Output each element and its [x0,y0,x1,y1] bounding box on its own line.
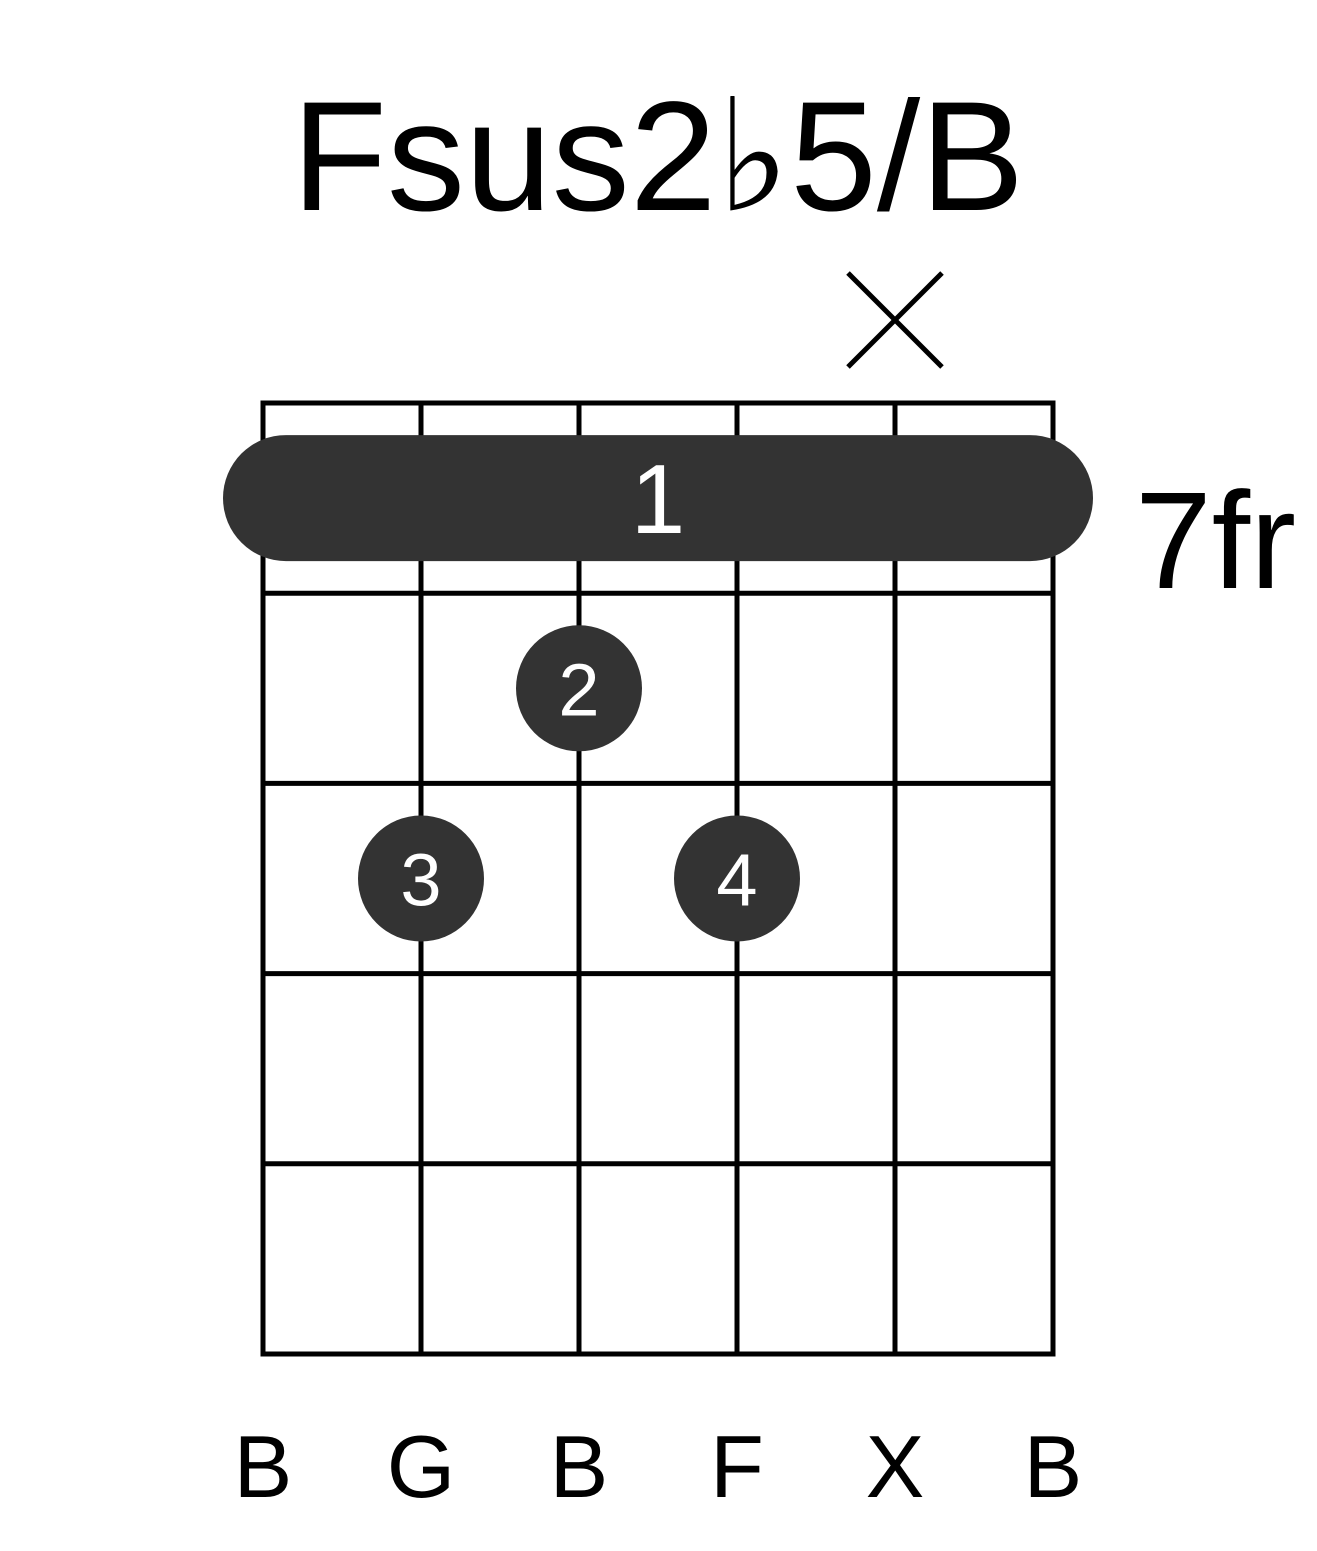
barre-finger-number: 1 [631,444,686,554]
finger-dots: 2 3 4 [358,625,800,942]
muted-x-icon [846,271,944,369]
muted-markers [846,271,944,369]
muted-x-stroke-b [846,271,944,369]
base-fret-label: 7fr [1135,464,1296,618]
string-label-2: G [387,1417,455,1516]
string-label-3: B [550,1417,609,1516]
chord-title: Fsus2♭5/B [292,70,1025,244]
string-label-5: X [866,1417,925,1516]
string-label-1: B [234,1417,293,1516]
barre-bar [223,435,1093,562]
barre-layer: 1 [223,435,1093,562]
string-label-4: F [710,1417,764,1516]
finger-dot-1 [516,625,642,752]
fretboard-frame [260,400,1056,1357]
finger-number-1: 2 [558,648,599,731]
finger-number-3: 4 [716,839,757,922]
finger-number-2: 3 [400,839,441,922]
string-label-6: B [1024,1417,1083,1516]
fretboard-grid [260,400,1056,1357]
finger-dot-2 [358,815,484,942]
finger-dot-3 [674,815,800,942]
